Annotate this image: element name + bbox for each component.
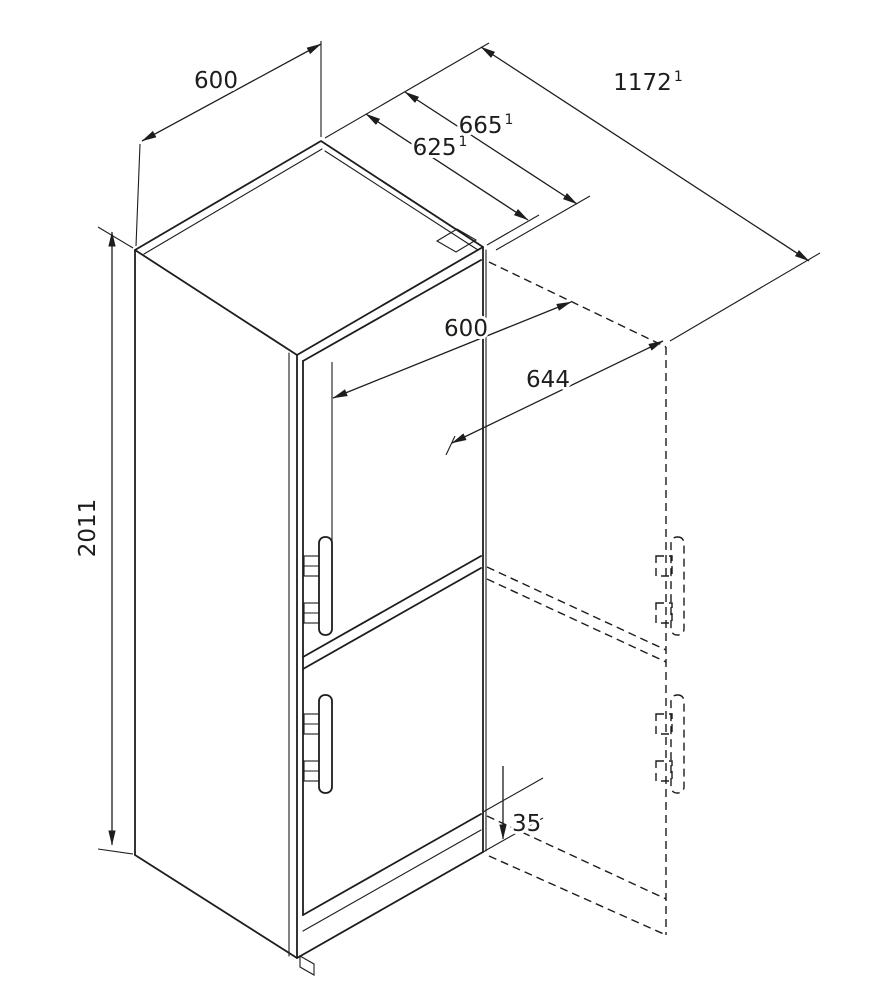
dim-footnote: 1 — [504, 112, 513, 128]
door-handle-upper — [303, 536, 333, 636]
plinth-line — [302, 829, 482, 932]
dim-door-open-width: 600 — [331, 301, 572, 545]
dim-cabinet-height-label: 2011 — [75, 499, 101, 558]
dim-value: 625 — [413, 135, 457, 161]
extension-line — [97, 848, 134, 855]
dim-cabinet-width: 600 — [135, 41, 322, 247]
open-door-handle-lower-dashed — [655, 694, 685, 794]
dim-door-swing: 644 — [445, 340, 664, 456]
dim-value: 1172 — [613, 70, 672, 96]
cabinet-bottom-left-edge — [134, 854, 298, 959]
door-swing-dashed — [486, 261, 685, 936]
dim-door-open-width-label: 600 — [444, 316, 488, 342]
open-door-top-edge-dashed — [488, 261, 667, 348]
open-door-handle-upper-dashed — [655, 536, 685, 636]
extension-line — [97, 226, 134, 249]
handle-bracket-dashed — [655, 713, 673, 735]
cabinet-bottom-front-edge — [296, 851, 484, 959]
dimension-line — [141, 43, 322, 142]
dim-footnote: 1 — [674, 69, 683, 85]
lower-door-top-edge — [302, 567, 482, 670]
dimension-line — [451, 340, 664, 444]
top-hinge-cover — [435, 228, 478, 253]
handle-bar-dashed — [670, 694, 685, 794]
handle-bar-dashed — [670, 536, 685, 636]
extension-line — [482, 777, 544, 813]
open-door-base-edge-dashed — [488, 855, 667, 936]
dim-value: 665 — [459, 113, 503, 139]
handle-bar — [318, 694, 333, 794]
dim-cabinet-height: 2011 — [72, 226, 134, 855]
lower-door-bottom-edge — [302, 813, 482, 916]
open-door-gap-edge-dashed — [486, 578, 667, 663]
dim-door-swing-label: 644 — [526, 367, 570, 393]
handle-bracket-dashed — [655, 602, 673, 624]
dim-base-recess-label: 35 — [512, 811, 541, 837]
extension-line — [135, 143, 141, 247]
front-foot — [299, 955, 315, 976]
dimension-line — [480, 46, 810, 262]
cabinet-top-seam — [143, 148, 323, 255]
open-door-bottom-edge-dashed — [486, 815, 667, 900]
dim-cabinet-width-label: 600 — [194, 68, 238, 94]
extension-line — [445, 435, 456, 456]
upper-door-bottom-edge — [302, 555, 482, 658]
handle-bracket-dashed — [655, 760, 673, 782]
cabinet — [134, 140, 487, 976]
cabinet-top-face — [134, 140, 484, 356]
handle-bracket-dashed — [655, 555, 673, 577]
extension-line — [324, 42, 490, 139]
door-handle-lower — [303, 694, 333, 794]
extension-line — [482, 817, 544, 853]
dim-base-recess: 35 — [482, 766, 544, 853]
extension-line — [495, 195, 591, 251]
open-door-gap-edge-dashed — [486, 566, 667, 651]
handle-bar — [318, 536, 333, 636]
extension-line — [669, 252, 821, 342]
